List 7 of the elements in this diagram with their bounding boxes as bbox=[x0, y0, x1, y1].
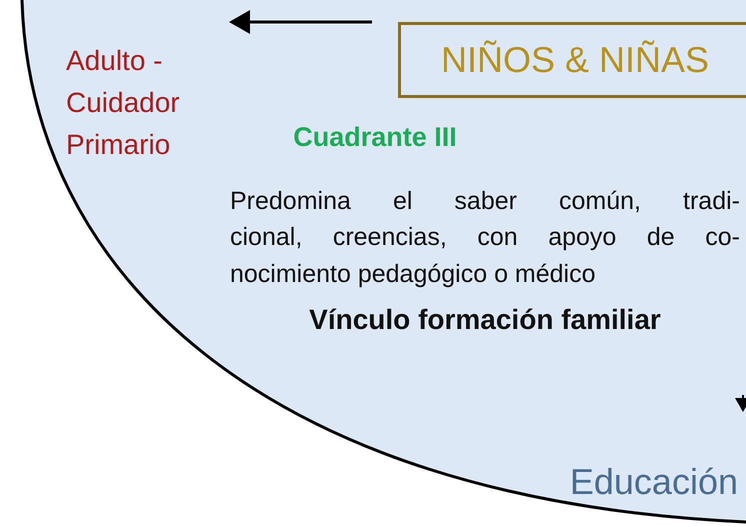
axis-label: Adulto - Cuidador Primario bbox=[66, 44, 181, 162]
description-text: Predomina el saber común, tradi- cional, creencias, con apoyo de co- nocimiento pedagógico o médico bbox=[230, 186, 740, 290]
quadrant-title: Cuadrante III bbox=[292, 121, 458, 154]
section-heading: Vínculo formación familiar bbox=[308, 303, 662, 337]
group-heading: NIÑOS & NIÑAS bbox=[440, 40, 710, 80]
axis-label: Educación bbox=[568, 460, 738, 504]
title-box bbox=[398, 22, 746, 98]
